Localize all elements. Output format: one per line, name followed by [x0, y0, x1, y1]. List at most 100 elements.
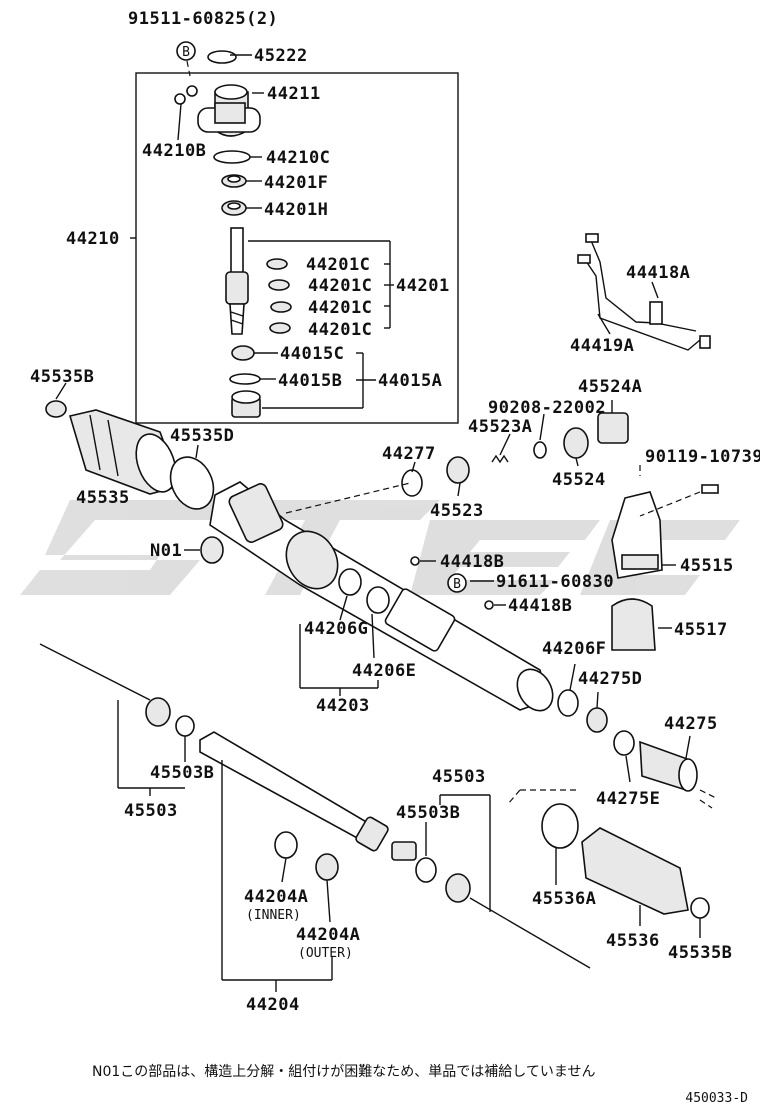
label-91611-60830: 91611-60830: [496, 572, 614, 592]
label-44418a: 44418A: [626, 263, 690, 283]
footnote: N01この部品は、構造上分解・組付けが困難なため、単品では補給していません: [92, 1064, 595, 1080]
label-n01: N01: [150, 541, 182, 561]
label-44210c: 44210C: [266, 148, 330, 168]
label-45535b-bottom: 45535B: [668, 943, 732, 963]
boot-45536: [581, 827, 689, 915]
label-44201h: 44201H: [264, 200, 328, 220]
diagram-code: 450033-D: [685, 1091, 748, 1106]
label-45503b-mid: 45503B: [396, 803, 460, 823]
seal-rings-44201c: [266, 258, 292, 334]
label-45536a: 45536A: [532, 889, 596, 909]
leader-lines: [55, 54, 717, 992]
housing-44211: [174, 50, 261, 137]
bushing-44206g: [338, 568, 362, 596]
label-outer: (OUTER): [298, 946, 353, 961]
guide-45524: [563, 427, 589, 459]
bushing-n01: [200, 536, 224, 564]
label-44206e: 44206E: [352, 661, 416, 681]
cylinder-end-44275: [639, 740, 698, 792]
label-44201c-4: 44201C: [308, 320, 372, 340]
label-44210: 44210: [66, 229, 120, 249]
bearing-44201f: [221, 174, 247, 188]
fitting-44418b-1: [410, 556, 420, 566]
holder-45524a: [597, 412, 629, 444]
label-45515: 45515: [680, 556, 734, 576]
label-44201c-1: 44201C: [306, 255, 370, 275]
washer-45503b-left: [175, 715, 195, 737]
svg-text:B: B: [182, 45, 190, 60]
label-44015a: 44015A: [378, 371, 442, 391]
part-labels: 91511-60825(2) 45222 44211 44210B 44210C…: [30, 9, 760, 1015]
label-44418b-2: 44418B: [508, 596, 572, 616]
label-44418b-1: 44418B: [440, 552, 504, 572]
pinion-shaft: [225, 227, 249, 335]
grommet-45517: [611, 598, 656, 651]
washer-90208: [533, 441, 547, 459]
label-44204a-outer: 44204A: [296, 925, 360, 945]
label-44204a-inner: 44204A: [244, 887, 308, 907]
label-44204: 44204: [246, 995, 300, 1015]
bolt-marker-top: B: [176, 41, 196, 61]
label-45524a: 45524A: [578, 377, 642, 397]
label-44201: 44201: [396, 276, 450, 296]
label-45535d: 45535D: [170, 426, 234, 446]
svg-text:B: B: [453, 577, 461, 592]
label-44206f: 44206F: [542, 639, 606, 659]
tie-rod-left: [39, 643, 171, 727]
label-44275d: 44275D: [578, 669, 642, 689]
bracket-44277: [401, 469, 423, 497]
fitting-44418b-2: [484, 600, 494, 610]
rack-44204: [199, 731, 417, 861]
label-45523: 45523: [430, 501, 484, 521]
cap-45523: [446, 456, 470, 484]
label-44206g: 44206G: [304, 619, 368, 639]
pipe-assembly-44418a: [577, 233, 711, 351]
bushing-44206f: [557, 689, 579, 717]
label-44203: 44203: [316, 696, 370, 716]
label-45503-top: 45503: [432, 767, 486, 787]
label-44277: 44277: [382, 444, 436, 464]
label-44015c: 44015C: [280, 344, 344, 364]
label-inner: (INNER): [246, 908, 301, 923]
label-45535b-top: 45535B: [30, 367, 94, 387]
bracket-45515: [611, 491, 663, 579]
label-44201c-3: 44201C: [308, 298, 372, 318]
clamp-45535b-bottom: [690, 897, 710, 919]
seal-44015a: [231, 390, 261, 418]
label-44201c-2: 44201C: [308, 276, 372, 296]
label-45503-left: 45503: [124, 801, 178, 821]
clamp-45536a: [541, 803, 579, 849]
label-45523a: 45523A: [468, 417, 532, 437]
label-44275: 44275: [664, 714, 718, 734]
boot-45535: [68, 409, 182, 495]
label-45536: 45536: [606, 931, 660, 951]
o-ring-44210c: [213, 150, 251, 164]
seal-44015c: [231, 345, 255, 361]
bolt-marker-mid: B: [447, 573, 467, 593]
seal-outer-44204a: [315, 853, 339, 881]
bearing-44201h: [221, 200, 247, 216]
label-45222: 45222: [254, 46, 308, 66]
label-45535: 45535: [76, 488, 130, 508]
spring-45523a: [491, 454, 509, 464]
label-44210b: 44210B: [142, 141, 206, 161]
label-91511-60825: 91511-60825(2): [128, 9, 278, 29]
label-44201f: 44201F: [264, 173, 328, 193]
bolt-90119: [701, 484, 719, 494]
o-ring-44275e: [613, 730, 635, 756]
label-44275e: 44275E: [596, 789, 660, 809]
label-44015b: 44015B: [278, 371, 342, 391]
o-ring-44015b: [229, 373, 261, 385]
label-44419a: 44419A: [570, 336, 634, 356]
washer-45503b-mid: [415, 857, 437, 883]
label-45524: 45524: [552, 470, 606, 490]
label-45503b-left: 45503B: [150, 763, 214, 783]
seal-44275d: [586, 707, 608, 733]
bushing-44206e: [366, 586, 390, 614]
label-90119-10739: 90119-10739: [645, 447, 760, 467]
seal-inner-44204a: [274, 831, 298, 859]
label-45517: 45517: [674, 620, 728, 640]
assembly-box-44210: [135, 72, 459, 424]
clamp-45535d: [169, 456, 215, 510]
